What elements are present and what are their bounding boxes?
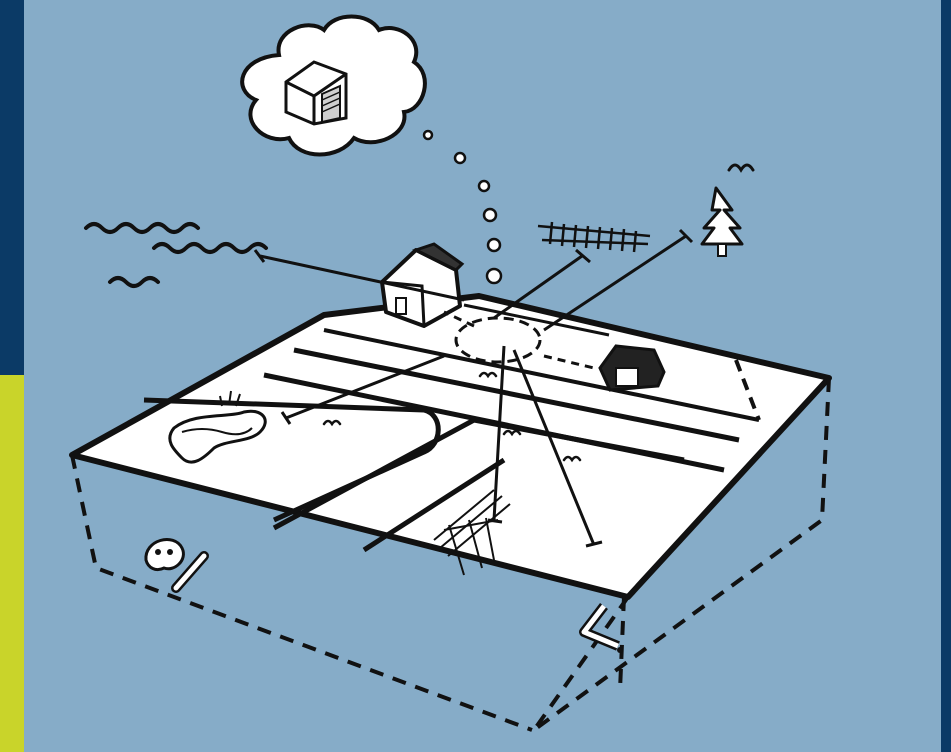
- railway-icon: [538, 222, 650, 252]
- birds-icon: [729, 165, 753, 170]
- pipe-icon: [584, 606, 623, 653]
- fossil-skull-icon: [146, 539, 184, 569]
- water-waves-icon: [86, 224, 266, 286]
- illustration-canvas: [24, 0, 941, 752]
- land-parcel-illustration: [24, 0, 941, 752]
- tree-icon: [702, 188, 742, 256]
- garage-icon: [600, 346, 664, 390]
- accent-bar: [0, 375, 24, 752]
- thought-cloud-icon: [242, 17, 425, 155]
